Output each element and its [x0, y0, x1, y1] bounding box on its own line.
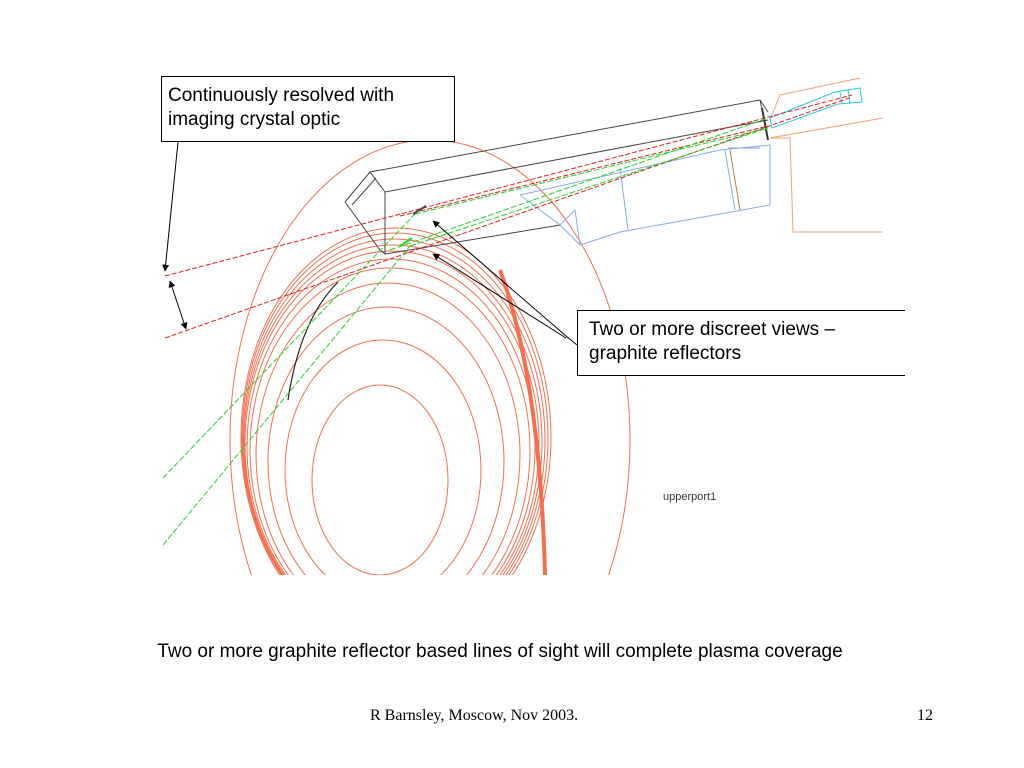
detector-element	[761, 107, 769, 141]
detector-box	[519, 144, 771, 246]
sightline-span-arrow	[168, 280, 188, 330]
callout-right-line1: Two or more discreet views –	[589, 319, 836, 340]
figure-label: upperport1	[663, 491, 717, 503]
wall-arc	[287, 281, 339, 401]
crystal-optic	[769, 87, 863, 129]
callout-right-leader-join	[565, 335, 578, 346]
plasma-edge	[498, 269, 547, 575]
callout-top-leader	[162, 141, 179, 272]
callout-imaging-crystal: Continuously resolved with imaging cryst…	[161, 76, 455, 142]
callout-right-leader-2	[432, 253, 567, 339]
graphite-reflector-1	[412, 205, 427, 215]
footer-author: R Barnsley, Moscow, Nov 2003.	[370, 707, 579, 724]
page-number: 12	[917, 707, 933, 724]
callout-right-line2: graphite reflectors	[589, 343, 742, 364]
callout-top-line1: Continuously resolved with	[168, 85, 395, 106]
red-sightlines	[164, 94, 853, 339]
green-sightlines	[163, 117, 769, 546]
callout-top-line2: imaging crystal optic	[168, 109, 341, 130]
plasma-flux-surfaces	[229, 139, 631, 575]
slide-caption: Two or more graphite reflector based lin…	[157, 641, 843, 662]
port-outline	[769, 77, 884, 233]
callout-right-leader-1	[432, 220, 567, 337]
graphite-reflector-2	[399, 237, 413, 247]
callout-graphite-reflectors: Two or more discreet views – graphite re…	[577, 310, 905, 376]
